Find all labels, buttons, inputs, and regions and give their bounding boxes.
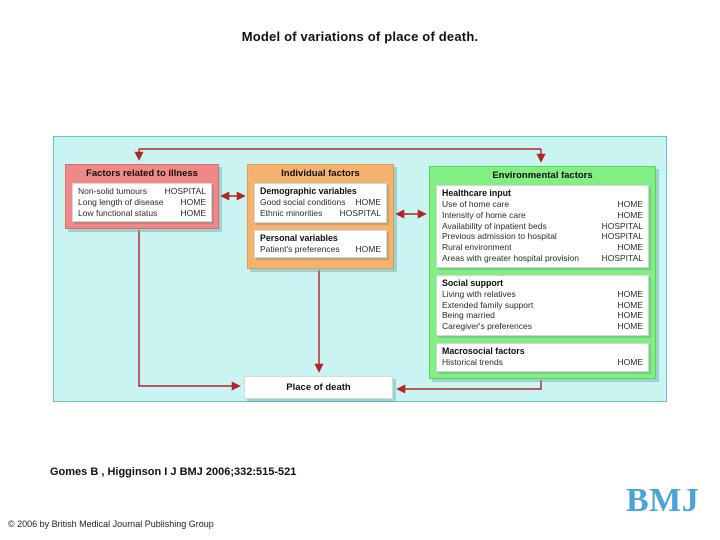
- factor-row: Long length of disease HOME: [78, 197, 206, 208]
- factor-label: Low functional status: [78, 207, 158, 218]
- place-of-death-label: Place of death: [286, 382, 351, 393]
- factor-group-personal: Personal variables Patient's preferences…: [254, 229, 387, 259]
- factor-outcome: HOSPITAL: [601, 220, 643, 231]
- factor-row: Availability of inpatient beds HOSPITAL: [442, 221, 643, 232]
- box-title: Factors related to illness: [86, 168, 198, 179]
- factor-label: Availability of inpatient beds: [442, 220, 547, 231]
- factor-row: Good social conditions HOME: [260, 197, 381, 208]
- factor-outcome: HOME: [617, 356, 644, 367]
- factor-label: Long length of disease: [78, 196, 164, 207]
- factor-outcome: HOSPITAL: [601, 252, 643, 263]
- copyright-text: © 2006 by British Medical Journal Publis…: [8, 519, 214, 529]
- factor-group-macrosocial: Macrosocial factors Historical trends HO…: [436, 342, 649, 372]
- arrow-illness-to-sink: [138, 230, 241, 391]
- factor-label: Ethnic minorities: [260, 207, 323, 218]
- diagram-canvas: Factors related to illness Non-solid tum…: [53, 136, 667, 402]
- factor-label: Rural environment: [442, 242, 512, 253]
- factor-outcome: HOSPITAL: [164, 186, 206, 196]
- factor-row: Intensity of home care HOME: [442, 210, 643, 221]
- factor-outcome: HOME: [355, 197, 382, 207]
- factor-row: Being married HOME: [442, 310, 643, 321]
- place-of-death-box: Place of death: [244, 376, 393, 399]
- factor-label: Extended family support: [442, 299, 534, 310]
- group-heading: Macrosocial factors: [442, 345, 525, 356]
- factor-outcome: HOME: [180, 207, 207, 218]
- box-individual-factors: Individual factors Demographic variables…: [247, 164, 394, 269]
- factor-label: Use of home care: [442, 199, 510, 209]
- factor-label: Living with relatives: [442, 288, 516, 299]
- factor-row: Previous admission to hospital HOSPITAL: [442, 231, 643, 242]
- factor-outcome: HOME: [617, 321, 644, 332]
- factor-outcome: HOSPITAL: [601, 231, 643, 242]
- factor-label: Previous admission to hospital: [442, 231, 557, 242]
- factor-outcome: HOME: [617, 242, 644, 253]
- box-environmental-factors: Environmental factors Healthcare input U…: [429, 166, 656, 379]
- factor-outcome: HOME: [617, 209, 644, 220]
- factor-label: Non-solid tumours: [78, 186, 147, 196]
- arrow-environmental-to-sink: [396, 380, 542, 394]
- factor-outcome: HOME: [617, 199, 644, 209]
- factor-row: Patient's preferences HOME: [260, 244, 381, 255]
- factor-row: Caregiver's preferences HOME: [442, 321, 643, 332]
- page-title: Model of variations of place of death.: [241, 29, 479, 44]
- group-heading: Healthcare input: [442, 188, 511, 198]
- group-heading: Social support: [442, 277, 504, 288]
- factor-row: Rural environment HOME: [442, 242, 643, 253]
- factor-group: Non-solid tumours HOSPITAL Long length o…: [72, 183, 212, 223]
- factor-outcome: HOME: [180, 196, 207, 207]
- box-factors-related-to-illness: Factors related to illness Non-solid tum…: [65, 164, 219, 229]
- factor-outcome: HOSPITAL: [339, 207, 381, 218]
- factor-outcome: HOME: [355, 243, 382, 254]
- factor-label: Being married: [442, 310, 495, 321]
- box-title: Individual factors: [281, 168, 360, 179]
- factor-outcome: HOME: [617, 288, 644, 299]
- bmj-logo: BMJ: [626, 482, 700, 519]
- factor-row: Living with relatives HOME: [442, 289, 643, 300]
- factor-label: Intensity of home care: [442, 209, 526, 220]
- factor-label: Good social conditions: [260, 197, 346, 207]
- factor-label: Caregiver's preferences: [442, 321, 532, 332]
- factor-row: Historical trends HOME: [442, 357, 643, 368]
- group-heading: Personal variables: [260, 232, 338, 243]
- factor-row: Ethnic minorities HOSPITAL: [260, 208, 381, 219]
- factor-label: Historical trends: [442, 356, 503, 367]
- factor-outcome: HOME: [617, 310, 644, 321]
- factor-outcome: HOME: [617, 299, 644, 310]
- factor-row: Use of home care HOME: [442, 199, 643, 210]
- factor-row: Non-solid tumours HOSPITAL: [78, 186, 206, 197]
- box-title: Environmental factors: [492, 170, 593, 181]
- factor-group-demographic: Demographic variables Good social condit…: [254, 183, 387, 223]
- factor-row: Areas with greater hospital provision HO…: [442, 253, 643, 264]
- factor-label: Patient's preferences: [260, 243, 340, 254]
- factor-group-social: Social support Living with relatives HOM…: [436, 274, 649, 336]
- group-heading: Demographic variables: [260, 186, 357, 196]
- factor-row: Extended family support HOME: [442, 300, 643, 311]
- factor-row: Low functional status HOME: [78, 208, 206, 219]
- citation-text: Gomes B , Higginson I J BMJ 2006;332:515…: [50, 466, 297, 478]
- factor-label: Areas with greater hospital provision: [442, 252, 580, 263]
- factor-group-healthcare: Healthcare input Use of home care HOME I…: [436, 185, 649, 268]
